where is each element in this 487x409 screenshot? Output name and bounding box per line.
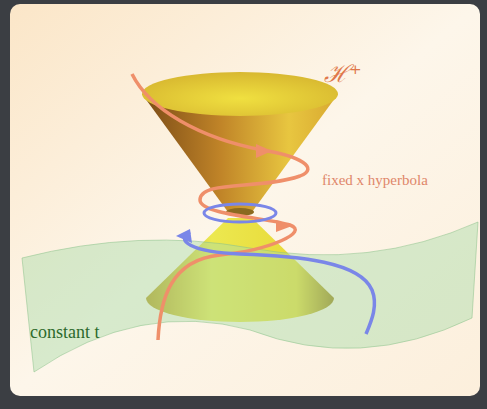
surface-label: constant t	[30, 322, 100, 343]
hyperbola-label: fixed x hyperbola	[322, 172, 428, 189]
horizon-label: ℋ⁺	[324, 56, 362, 89]
